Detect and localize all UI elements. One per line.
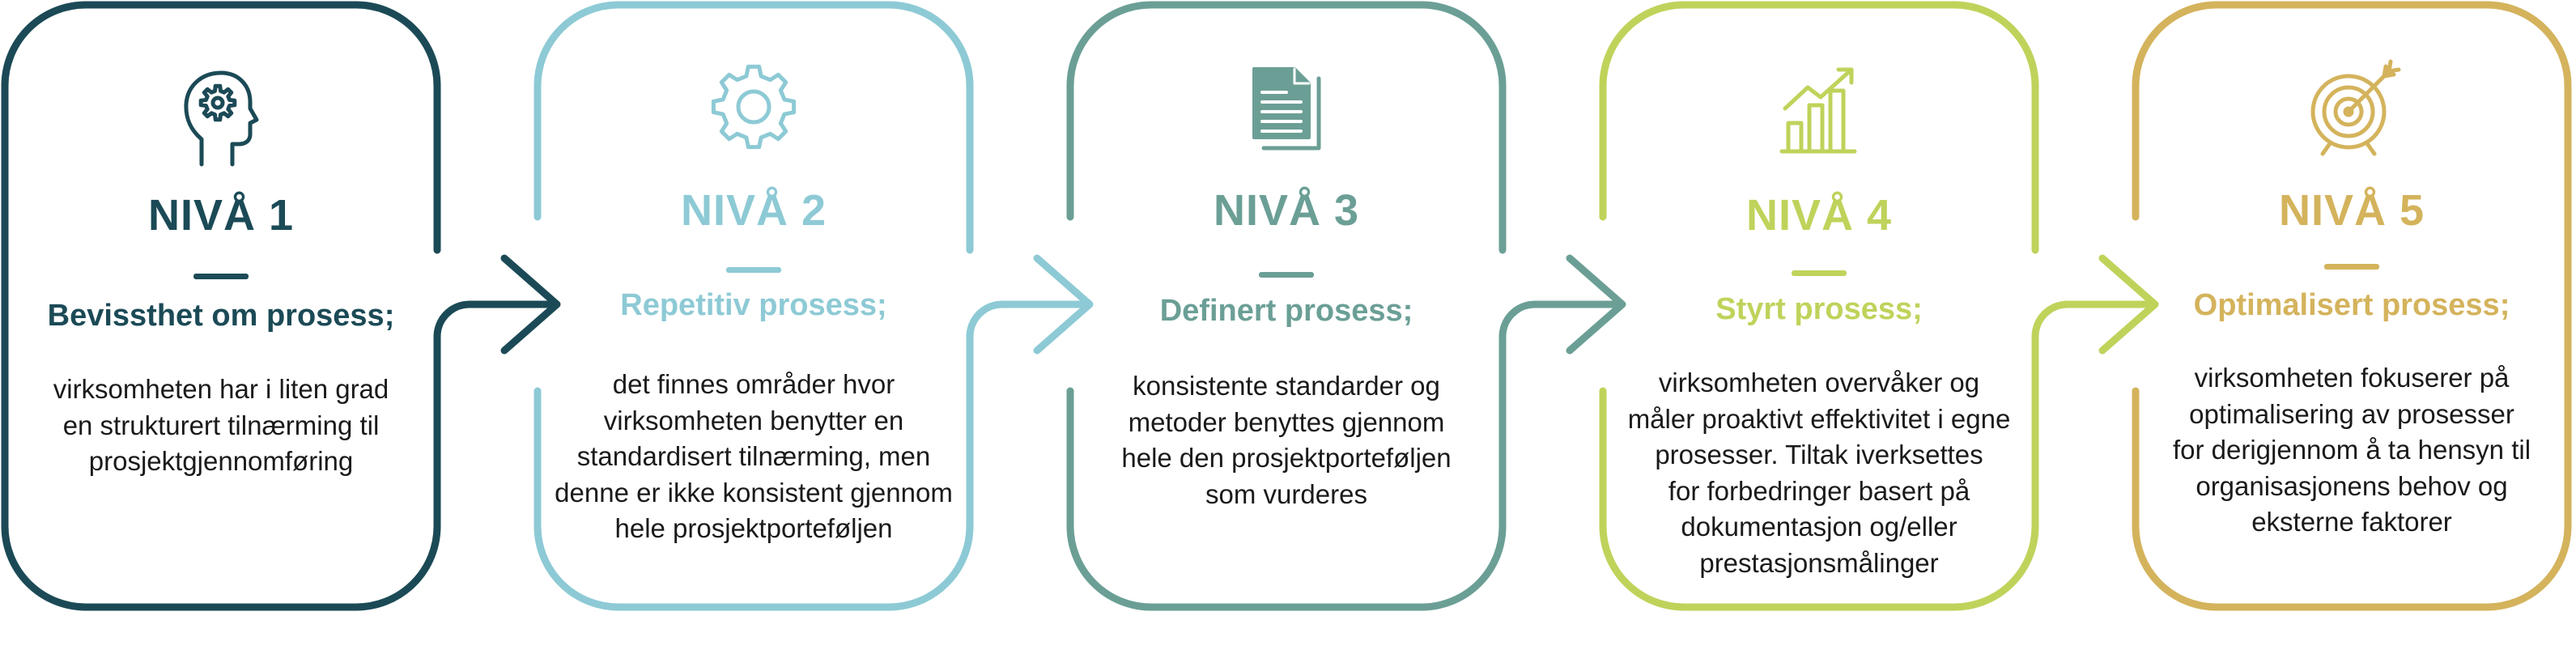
description-line: hele prosjektporteføljen [614,513,893,543]
documents-icon [1252,67,1321,151]
title-underline [2324,264,2379,270]
level-1-outline [1,1,441,611]
title-underline [726,267,781,273]
description-line: konsistente standarder og [1133,371,1440,401]
level-description: konsistente standarder og metoder benytt… [1070,368,1503,512]
head-gear-icon [184,70,259,167]
description-line: hele den prosjektporteføljen [1121,443,1452,473]
description-line: måler proaktivt effektivitet i egne [1627,403,2011,434]
title-underline [1259,272,1314,278]
level-description: virksomheten overvåker og måler proaktiv… [1603,365,2035,581]
title-underline [193,274,249,279]
gear-icon [711,64,797,150]
level-4-outline [1599,1,2039,611]
level-2-outline [533,1,974,611]
level-subtitle: Styrt prosess; [1715,292,1923,326]
growth-chart-icon [1779,67,1857,154]
description-line: standardisert tilnærming, men [576,441,931,471]
level-title: NIVÅ 4 [1745,191,1893,240]
level-description: virksomheten har i liten grad en struktu… [5,372,437,480]
level-3-outline [1066,1,1507,611]
description-line: en strukturert tilnærming til [62,410,380,440]
arrow-level-2-to-3 [966,254,1094,355]
level-subtitle: Repetitiv prosess; [620,288,887,322]
description-line: virksomheten overvåker og [1658,367,1980,397]
description-line: for forbedringer basert på [1668,475,1970,506]
arrow-level-3-to-4 [1498,254,1626,355]
level-title: NIVÅ 5 [2278,186,2425,235]
level-title: NIVÅ 3 [1213,186,1360,235]
level-3-card: NIVÅ 3 Definert prosess; konsistente sta… [1070,0,1503,667]
title-underline [1792,270,1847,276]
arrow-level-4-to-5 [2031,254,2159,355]
description-line: denne er ikke konsistent gjennom [555,477,953,508]
level-subtitle: Definert prosess; [1159,294,1413,328]
level-description: virksomheten fokuserer på optimalisering… [2136,360,2568,541]
description-line: virksomheten har i liten grad [53,374,389,404]
description-line: metoder benyttes gjennom [1128,406,1445,437]
level-5-outline [2132,1,2572,611]
description-line: virksomheten benytter en [603,405,904,435]
description-line: organisasjonens behov og [2196,470,2508,501]
description-line: som vurderes [1205,478,1367,509]
description-line: prosjektgjennomføring [88,446,354,476]
level-title: NIVÅ 2 [680,186,827,235]
level-subtitle: Bevissthet om prosess; [47,299,395,333]
arrow-level-1-to-2 [433,254,561,355]
description-line: det finnes områder hvor [612,369,895,399]
level-5-card: NIVÅ 5 Optimalisert prosess; virksomhete… [2136,0,2568,667]
description-line: dokumentasjon og/eller [1681,512,1958,542]
level-2-card: NIVÅ 2 Repetitiv prosess; det finnes omr… [538,0,970,667]
description-line: virksomheten fokuserer på [2194,363,2510,393]
target-arrow-icon [2310,59,2401,156]
level-subtitle: Optimalisert prosess; [2193,288,2510,322]
level-4-card: NIVÅ 4 Styrt prosess; virksomheten overv… [1603,0,2035,667]
level-title: NIVÅ 1 [147,191,295,240]
level-description: det finnes områder hvor virksomheten ben… [538,367,970,547]
description-line: prosesser. Tiltak iverksettes [1655,440,1983,469]
description-line: eksterne faktorer [2251,507,2452,537]
level-1-card: NIVÅ 1 Bevissthet om prosess; virksomhet… [5,0,437,667]
description-line: for derigjennom å ta hensyn til [2172,435,2531,465]
description-line: prestasjonsmålinger [1699,547,1939,578]
description-line: optimalisering av prosesser [2189,398,2514,429]
